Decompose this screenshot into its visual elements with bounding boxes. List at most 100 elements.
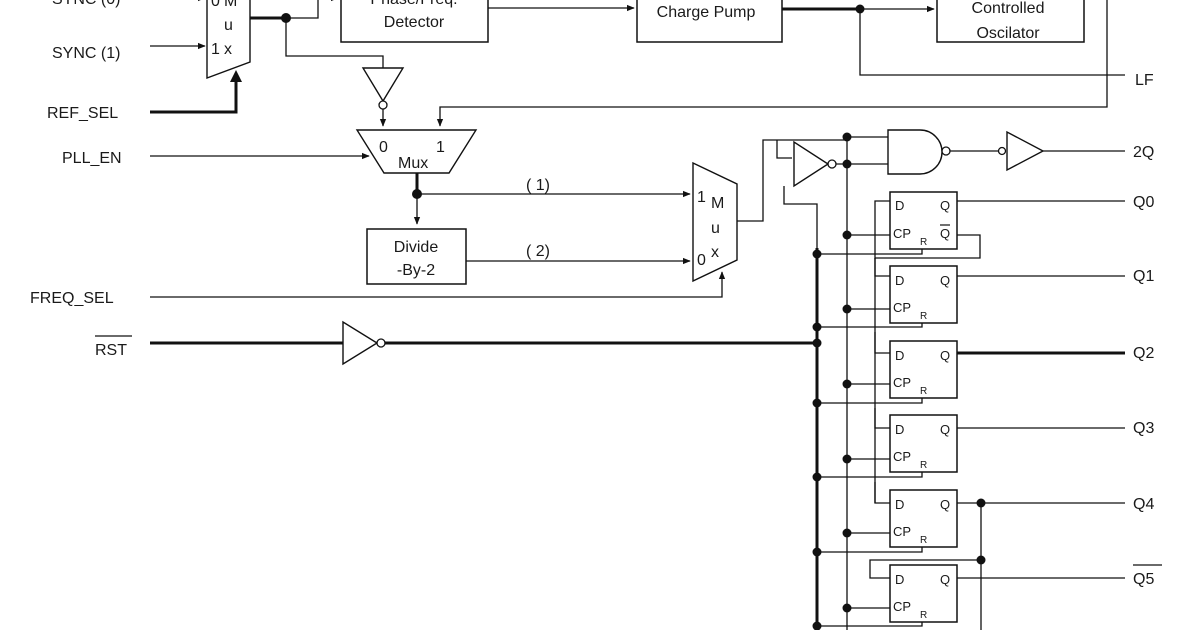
q4-reset-wire (817, 547, 923, 553)
reset-bus-feed (783, 186, 818, 248)
clock-inverter (793, 140, 830, 188)
ref-sel-arrowhead (230, 70, 242, 82)
ref-mux-label-x: x (224, 41, 232, 58)
q5-clock-dot (842, 603, 852, 613)
ff-q2-cp: CP (893, 375, 911, 390)
flipflop-q5-box (889, 564, 958, 623)
vco-feedback-wire (436, 0, 1108, 127)
q4-to-q5-wire (869, 559, 981, 579)
vco-label-line1: Controlled (972, 0, 1045, 17)
ff-q3-q: Q (940, 422, 950, 437)
ff-q5-r: R (920, 610, 927, 621)
freq-mux-label-u: u (711, 220, 720, 237)
rst-inverter (342, 320, 379, 366)
path2-label: ( 2) (526, 243, 550, 260)
ff-q0-r: R (920, 237, 927, 248)
q1-reset-wire (817, 323, 923, 328)
q2-reset-wire (817, 398, 923, 404)
ff-q0-cp: CP (893, 226, 911, 241)
q2-clock-dot (842, 379, 852, 389)
vco-label-line2: Oscilator (976, 25, 1040, 42)
freq-mux-label-zero: 0 (697, 252, 706, 269)
q3-d-wire (874, 408, 890, 429)
clock-to-inverter-wire (776, 140, 792, 159)
output-nand-gate (887, 129, 943, 175)
freq-sel-wire (150, 271, 726, 298)
ff-q4-q: Q (940, 497, 950, 512)
phase-frequency-detector-block (340, 0, 489, 43)
flipflop-q0-box (889, 191, 958, 250)
q1-reset-dot (812, 322, 822, 332)
q3-reset-dot (812, 472, 822, 482)
q4-reset-dot (812, 547, 822, 557)
ff-q0-qbar: Q (940, 226, 950, 241)
q1-label: Q1 (1133, 268, 1154, 285)
ff-q0-d: D (895, 198, 904, 213)
q5-label: Q5 (1133, 571, 1154, 588)
freq-mux-output-wire (737, 139, 847, 222)
q2-reset-dot (812, 398, 822, 408)
ff-q2-d: D (895, 348, 904, 363)
loop-filter-wire (859, 9, 1125, 76)
pll-enable-mux (355, 129, 478, 174)
flipflop-q5: D Q CP R (889, 564, 958, 623)
ref-mux-label-one: 1 (211, 41, 220, 58)
q2-d-wire (874, 332, 890, 354)
nand-bubble (941, 146, 951, 156)
q0-reset-dot (812, 249, 822, 259)
flipflop-q4-box (889, 489, 958, 548)
ff-q1-cp: CP (893, 300, 911, 315)
ref-mux-label-zero: 0 (211, 0, 220, 10)
ref-sel-label: REF_SEL (47, 105, 118, 122)
flipflop-q3: D Q CP R (889, 414, 958, 473)
q5-reset-dot (812, 621, 822, 630)
q0-clock-dot (842, 230, 852, 240)
charge-pump-label: Charge Pump (657, 4, 756, 21)
pll-mux-label-zero: 0 (379, 139, 388, 156)
sync0-label: SYNC (0) (52, 0, 120, 8)
ref-inverter-buffer (361, 67, 405, 103)
ref-mux-label-m: M (224, 0, 237, 10)
divider-label-line1: Divide (394, 239, 439, 256)
ref-to-pfd-wire (286, 0, 339, 19)
lf-label: LF (1135, 72, 1154, 89)
ff-q3-cp: CP (893, 449, 911, 464)
ff-q1-r: R (920, 311, 927, 322)
divide-by-2-block (366, 228, 467, 285)
ff-q3-d: D (895, 422, 904, 437)
pll-en-label: PLL_EN (62, 150, 122, 167)
q5-feed-junction (976, 555, 986, 565)
vco-block (936, 0, 1085, 43)
ff-q5-cp: CP (893, 599, 911, 614)
pfd-label-line2: Detector (384, 14, 445, 31)
q1-d-wire (874, 258, 890, 277)
q3-clock-dot (842, 454, 852, 464)
ff-q4-r: R (920, 535, 927, 546)
rst-inverter-bubble (376, 338, 386, 348)
flipflop-q0: D Q CP R Q (889, 191, 958, 250)
q3-label: Q3 (1133, 420, 1154, 437)
q0-reset-wire (817, 249, 923, 255)
ff-q4-d: D (895, 497, 904, 512)
ff-q3-r: R (920, 460, 927, 471)
q0-label: Q0 (1133, 194, 1154, 211)
flipflop-q4: D Q CP R (889, 489, 958, 548)
rst-label: RST (95, 342, 127, 359)
q4-clock-dot (842, 528, 852, 538)
ff-q0-q: Q (940, 198, 950, 213)
ref-to-buffer-wire (285, 18, 384, 68)
sync1-label: SYNC (1) (52, 45, 120, 62)
clock-inverter-bubble (827, 159, 837, 169)
flipflop-q2-box (889, 340, 958, 399)
ff-q5-q: Q (940, 572, 950, 587)
charge-pump-block (636, 0, 783, 43)
ff-q2-r: R (920, 386, 927, 397)
flipflop-q3-box (889, 414, 958, 473)
freq-mux-label-one: 1 (697, 189, 706, 206)
path1-label: ( 1) (526, 177, 550, 194)
ff-q1-d: D (895, 273, 904, 288)
pll-mux-label: Mux (398, 155, 428, 172)
q4-d-wire (874, 482, 890, 504)
q3-reset-wire (817, 472, 923, 478)
